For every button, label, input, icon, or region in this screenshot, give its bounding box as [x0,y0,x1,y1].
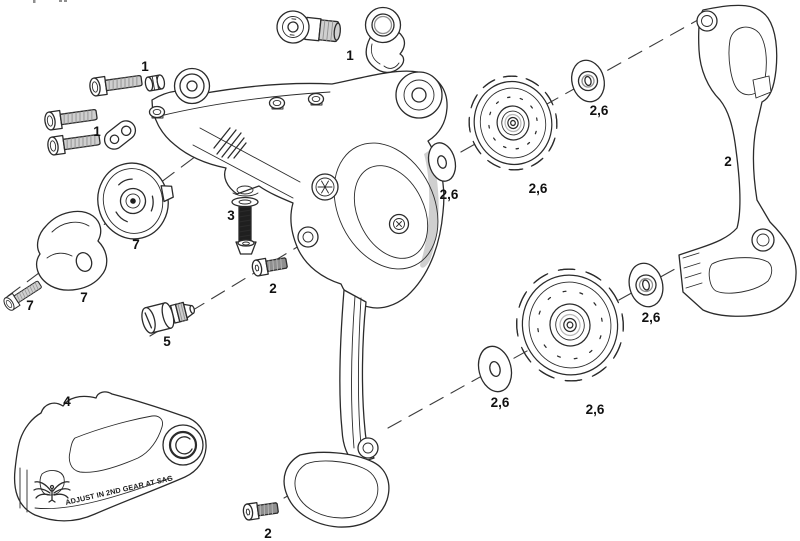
callout-chain-guide: 4 [63,394,71,409]
pulley-cover [36,210,108,291]
callout-cage-screw-upper: 2 [269,281,277,296]
cover-screw [1,277,45,313]
inner-cage-plate [678,4,797,317]
chain-guide: ADJUST IN 2ND GEAR AT SAG [13,391,207,522]
outer-cage-lower-loop [283,437,390,528]
lower-washer-left [477,345,513,393]
pivot-plate [103,120,137,150]
cage-screw-upper [250,254,289,278]
callout-upper-pulley: 2,6 [529,181,548,196]
cable-pulley [97,162,174,240]
cable-anchor-tab [232,185,259,197]
clutch-cover-screw [388,213,410,235]
limit-screw-1 [88,70,144,98]
callout-pivot-plate: 1 [93,124,101,139]
cage-pivot-boss-hole [302,231,314,243]
callout-b-bolt: 1 [346,48,354,63]
clipped-print-artifact [33,0,67,3]
hatched-shading [213,127,247,159]
lower-pulley [516,268,624,382]
callout-cable-anchor: 3 [227,208,235,223]
callout-upper-washer-l: 2,6 [440,187,459,202]
callout-labels: 1 1 1 2 2,6 2,6 2,6 2,6 2,6 2,6 3 2 2 5 … [26,48,732,541]
callout-lower-pulley: 2,6 [586,402,605,417]
callout-lower-washer-r: 2,6 [642,310,661,325]
limit-screw-2 [43,104,99,132]
linkage-torx-screw [311,173,339,201]
cable-anchor-bolt [231,196,259,255]
callout-pulley-cover: 7 [80,290,88,305]
cage-pivot-boss [297,226,319,248]
screw-bushing [144,74,166,92]
lower-washer-right [628,262,664,308]
derailleur-hanger [364,6,406,74]
callout-lower-washer-l: 2,6 [491,395,510,410]
upper-washer-left [427,142,457,182]
b-knuckle-boss [173,67,211,105]
eagle-icon [33,481,71,503]
adjuster-barrel [141,301,196,334]
callout-inner-cage: 2 [724,154,732,169]
upper-washer-right [571,59,605,103]
callout-limit-screw: 1 [141,59,149,74]
derailleur-body [148,67,448,528]
upper-pulley [468,75,558,171]
callout-cover-screw: 7 [26,298,34,313]
callout-cage-screw-lower: 2 [264,526,272,541]
callout-cable-pulley: 7 [132,237,140,252]
linkage-pivot-screws [148,92,325,119]
callout-adjuster-barrel: 5 [163,334,171,349]
b-bolt [276,10,342,44]
callout-upper-washer-r: 2,6 [590,103,609,118]
upper-pivot-boss [395,71,443,119]
cage-screw-lower [241,499,280,522]
outer-cage-strut [339,289,375,465]
